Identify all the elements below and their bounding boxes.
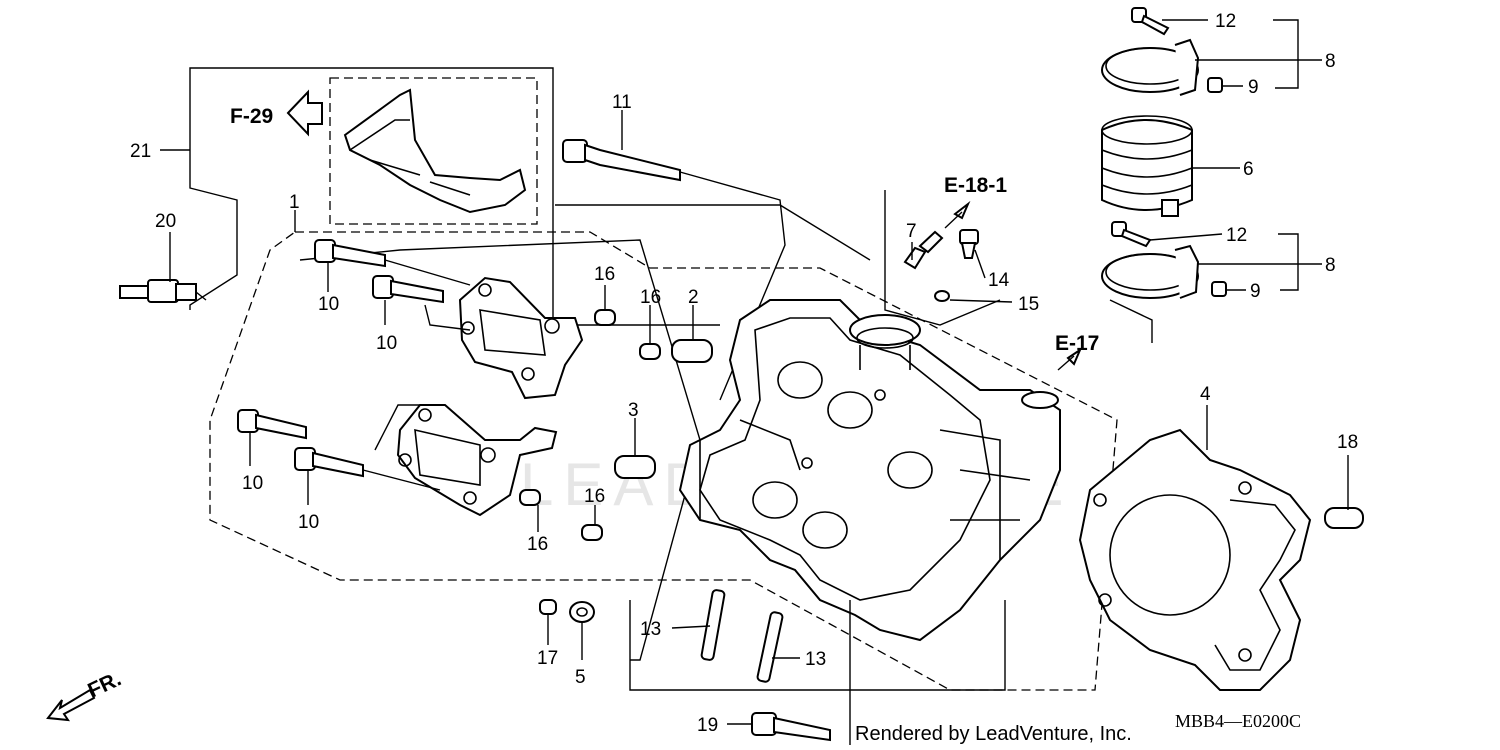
nut-9a bbox=[1207, 77, 1223, 93]
fr-arrow bbox=[46, 688, 96, 722]
dowel-16b bbox=[639, 343, 661, 360]
bracket-21 bbox=[343, 88, 527, 214]
cylinder-head bbox=[678, 299, 1061, 642]
stud-13b bbox=[756, 611, 784, 683]
outline-11b bbox=[555, 204, 871, 261]
label-19: 19 bbox=[697, 715, 718, 736]
bolt-10c bbox=[237, 409, 307, 440]
nut-9b bbox=[1211, 281, 1227, 297]
label-10c: 10 bbox=[242, 473, 263, 494]
label-5: 5 bbox=[575, 667, 586, 688]
bolt-10d bbox=[294, 447, 364, 478]
dowel-16a bbox=[594, 309, 616, 326]
leader-13a bbox=[671, 625, 711, 629]
label-9a: 9 bbox=[1248, 77, 1259, 98]
leader-10-lower bbox=[374, 404, 420, 451]
outline-e18 bbox=[884, 190, 1001, 326]
label-9b: 9 bbox=[1250, 281, 1261, 302]
label-8b: 8 bbox=[1325, 255, 1336, 276]
stud-13a bbox=[700, 589, 726, 661]
label-16c: 16 bbox=[527, 534, 548, 555]
label-3: 3 bbox=[628, 400, 639, 421]
dowel-18 bbox=[1324, 507, 1364, 529]
label-10b: 10 bbox=[376, 333, 397, 354]
gasket-4 bbox=[1078, 428, 1312, 691]
ref-e17: E-17 bbox=[1055, 332, 1099, 355]
label-16a: 16 bbox=[594, 264, 615, 285]
label-10a: 10 bbox=[318, 294, 339, 315]
bolt-19 bbox=[751, 712, 831, 742]
label-10d: 10 bbox=[298, 512, 319, 533]
leader-8b-bracket bbox=[1278, 233, 1299, 291]
diagram-code: MBB4—E0200C bbox=[1175, 711, 1301, 731]
washer-15 bbox=[934, 290, 950, 302]
leader-12b bbox=[1149, 233, 1223, 241]
spark-plug-20 bbox=[119, 279, 207, 303]
bolt-11 bbox=[562, 139, 681, 182]
joint-6 bbox=[1101, 115, 1193, 217]
outline-13 bbox=[629, 600, 1006, 691]
dowel-16c bbox=[519, 489, 541, 506]
bolt-10b bbox=[372, 275, 444, 304]
rocker-holder-upper bbox=[458, 276, 584, 400]
label-14: 14 bbox=[988, 270, 1010, 291]
label-20: 20 bbox=[155, 211, 176, 232]
bolt-10a bbox=[314, 239, 386, 268]
e181-arrow-line bbox=[944, 211, 963, 229]
label-12b: 12 bbox=[1226, 225, 1247, 246]
label-13a: 13 bbox=[640, 619, 661, 640]
label-15: 15 bbox=[1018, 294, 1039, 315]
label-11: 11 bbox=[612, 92, 632, 113]
clamp-8b bbox=[1101, 244, 1200, 299]
label-21: 21 bbox=[130, 141, 151, 162]
clamp-8a bbox=[1101, 38, 1200, 96]
label-18: 18 bbox=[1337, 432, 1358, 453]
outline-1 bbox=[209, 231, 1118, 691]
bolt-12a bbox=[1131, 7, 1170, 36]
outline-21-lower bbox=[189, 150, 238, 310]
label-12a: 12 bbox=[1215, 11, 1236, 32]
seal-5 bbox=[569, 601, 595, 623]
label-17: 17 bbox=[537, 648, 558, 669]
label-2: 2 bbox=[688, 287, 699, 308]
leader-14 bbox=[974, 249, 986, 279]
bolt-12b bbox=[1111, 221, 1152, 248]
bolt-14 bbox=[959, 229, 979, 259]
dowel-17 bbox=[539, 599, 557, 615]
label-16d: 16 bbox=[584, 486, 605, 507]
outline-8-lower bbox=[1109, 299, 1153, 343]
dashed-box-21 bbox=[329, 77, 538, 225]
dowel-16d bbox=[581, 524, 603, 541]
e17-arrow-line bbox=[1057, 355, 1075, 371]
f29-arrow bbox=[286, 89, 323, 137]
leader-15 bbox=[949, 299, 1013, 303]
ref-f29: F-29 bbox=[230, 105, 273, 128]
dowel-2 bbox=[671, 339, 713, 363]
label-13b: 13 bbox=[805, 649, 826, 670]
leader-10-upper bbox=[384, 259, 471, 286]
label-4: 4 bbox=[1200, 384, 1211, 405]
e17-arrow bbox=[1066, 347, 1083, 366]
rendered-by-text: Rendered by LeadVenture, Inc. bbox=[855, 723, 1132, 745]
bracket-21-detail bbox=[349, 119, 471, 196]
leader-8a-bracket bbox=[1273, 19, 1299, 89]
label-16b: 16 bbox=[640, 287, 661, 308]
outline-2-3 bbox=[299, 239, 701, 661]
leader-10-upper2 bbox=[424, 304, 471, 331]
leader-10-lower2 bbox=[362, 469, 441, 491]
label-8a: 8 bbox=[1325, 51, 1336, 72]
label-1: 1 bbox=[289, 192, 300, 213]
label-6: 6 bbox=[1243, 159, 1254, 180]
ref-e181: E-18-1 bbox=[944, 174, 1007, 197]
label-7: 7 bbox=[906, 221, 917, 242]
dowel-3 bbox=[614, 455, 656, 479]
